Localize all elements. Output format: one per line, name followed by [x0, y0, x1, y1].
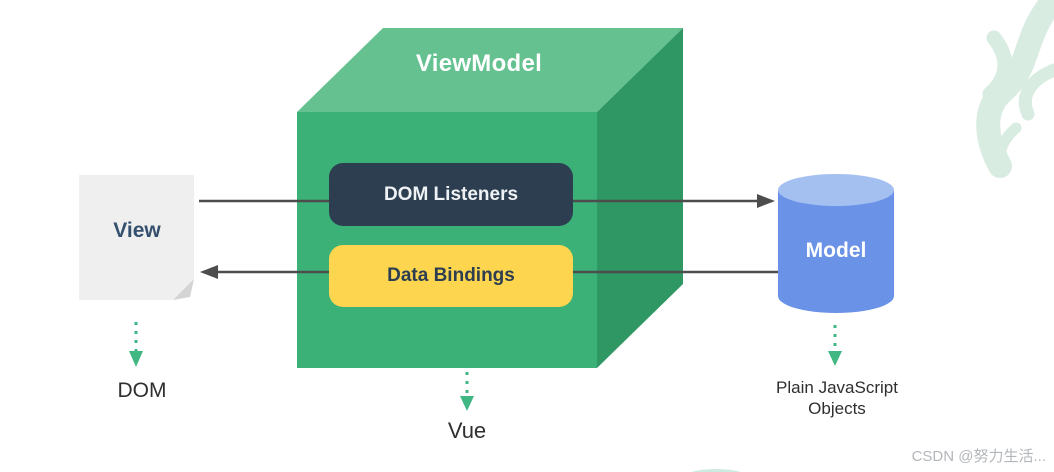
data-bindings-label: Data Bindings — [387, 265, 515, 286]
data-bindings-box: Data Bindings — [329, 245, 573, 307]
model-cylinder — [778, 174, 894, 313]
vue-caption: Vue — [447, 418, 487, 443]
mint-decoration — [976, 0, 1054, 178]
view-label: View — [113, 219, 161, 242]
viewmodel-vue-dotted-arrow — [460, 372, 474, 411]
viewmodel-title: ViewModel — [415, 50, 543, 77]
model-pjo-dotted-arrow — [828, 325, 842, 366]
dom-caption: DOM — [117, 379, 167, 402]
view-paper-sheet — [79, 175, 194, 300]
view-paper-fold — [173, 279, 194, 300]
model-cylinder-top — [778, 174, 894, 206]
mint-sliver-decoration — [691, 469, 741, 472]
view-paper — [79, 175, 194, 300]
dom-listeners-box: DOM Listeners — [329, 163, 573, 226]
viewmodel-box-side-face — [597, 28, 683, 368]
viewmodel-box-top-face — [297, 28, 683, 112]
viewmodel-box-front-face — [297, 112, 597, 368]
csdn-watermark: CSDN @努力生活... — [911, 448, 1046, 465]
model-label: Model — [805, 239, 867, 262]
dom-listeners-label: DOM Listeners — [383, 183, 519, 205]
view-dom-dotted-arrow — [129, 322, 143, 367]
plain-javascript-objects-caption: Plain JavaScript Objects — [776, 377, 898, 418]
